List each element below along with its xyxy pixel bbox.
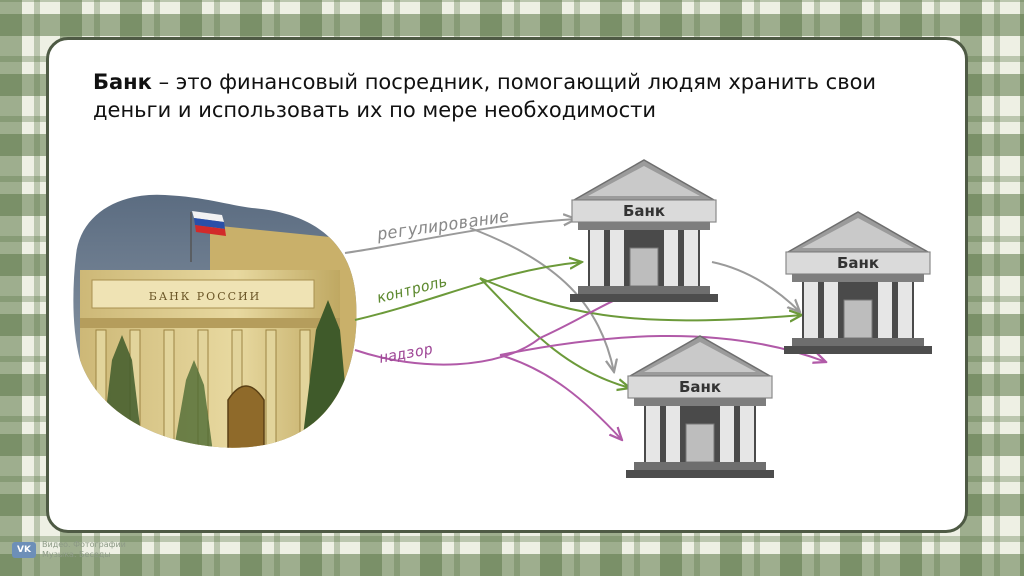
label-regulation: регулирование [375,207,511,245]
bank-building-icon [625,335,775,479]
bank-building-2: Банк [783,211,933,355]
arrows-regulation [344,219,800,372]
footer-logo: VK Видео. Фотографии Музыка. Беседы [12,540,126,560]
label-control: контроль [375,272,449,307]
russian-flag-icon [192,211,226,236]
slide-heading: Банк – это финансовый посредник, помогаю… [93,68,933,124]
bank-building-1: Банк [569,159,719,303]
footer-line-1: Видео. Фотографии [42,540,126,549]
heading-definition: – это финансовый посредник, помогающий л… [93,70,877,122]
bank-building-icon [569,159,719,303]
arrows-supervision [354,290,826,440]
bank-building-icon [783,211,933,355]
bank-label: Банк [679,378,721,396]
heading-term: Банк [93,70,152,94]
bank-label: Банк [837,254,879,272]
bank-label: Банк [623,202,665,220]
footer-line-2: Музыка. Беседы [42,550,111,559]
central-bank-facade-text: БАНК РОССИИ [149,290,261,303]
bank-building-3: Банк [625,335,775,479]
vk-logo-icon: VK [12,542,36,558]
footer-text: Видео. Фотографии Музыка. Беседы [42,540,126,560]
